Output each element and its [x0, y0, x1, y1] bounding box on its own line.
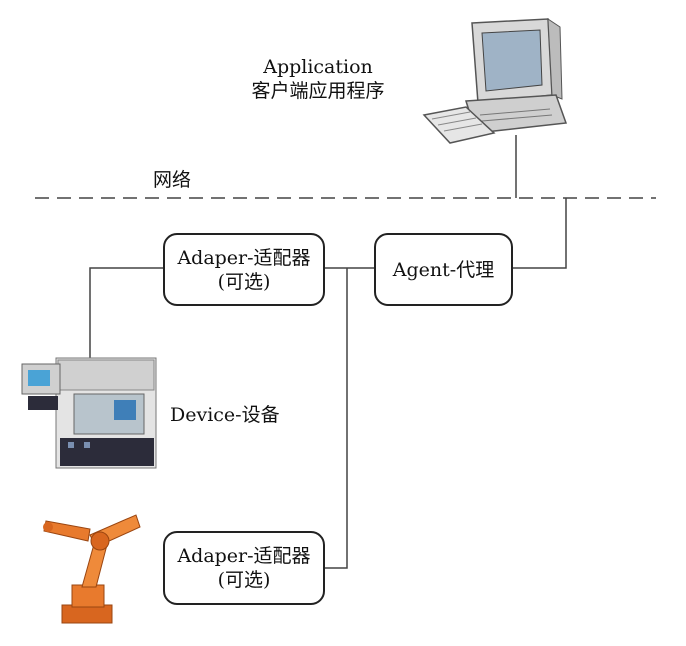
- network-to-agent-line: [513, 198, 567, 269]
- application-label: Application 客户端应用程序: [218, 55, 418, 103]
- adapter-box-top: Adaper-适配器 (可选): [163, 233, 325, 306]
- agent-box: Agent-代理: [374, 233, 513, 306]
- computer-icon: [422, 18, 568, 144]
- cnc-machine-icon: [21, 357, 157, 469]
- industrial-robot-icon: [43, 514, 141, 624]
- adapter-top-line2: (可选): [217, 270, 271, 293]
- application-label-line1: Application: [263, 56, 373, 78]
- adapter-top-line1: Adaper-适配器: [177, 246, 311, 269]
- application-label-line2: 客户端应用程序: [251, 80, 385, 102]
- device-label: Device-设备: [170, 404, 280, 426]
- agent-label: Agent-代理: [392, 258, 495, 281]
- adapter-bottom-line2: (可选): [217, 569, 271, 591]
- network-label: 网络: [153, 169, 192, 191]
- adapter-box-bottom: Adaper-适配器 (可选): [163, 531, 325, 605]
- adapter-to-device-line: [89, 267, 165, 360]
- trunk-to-bottom-adapter-line: [325, 268, 348, 569]
- adapter-bottom-line1: Adaper-适配器: [177, 545, 311, 567]
